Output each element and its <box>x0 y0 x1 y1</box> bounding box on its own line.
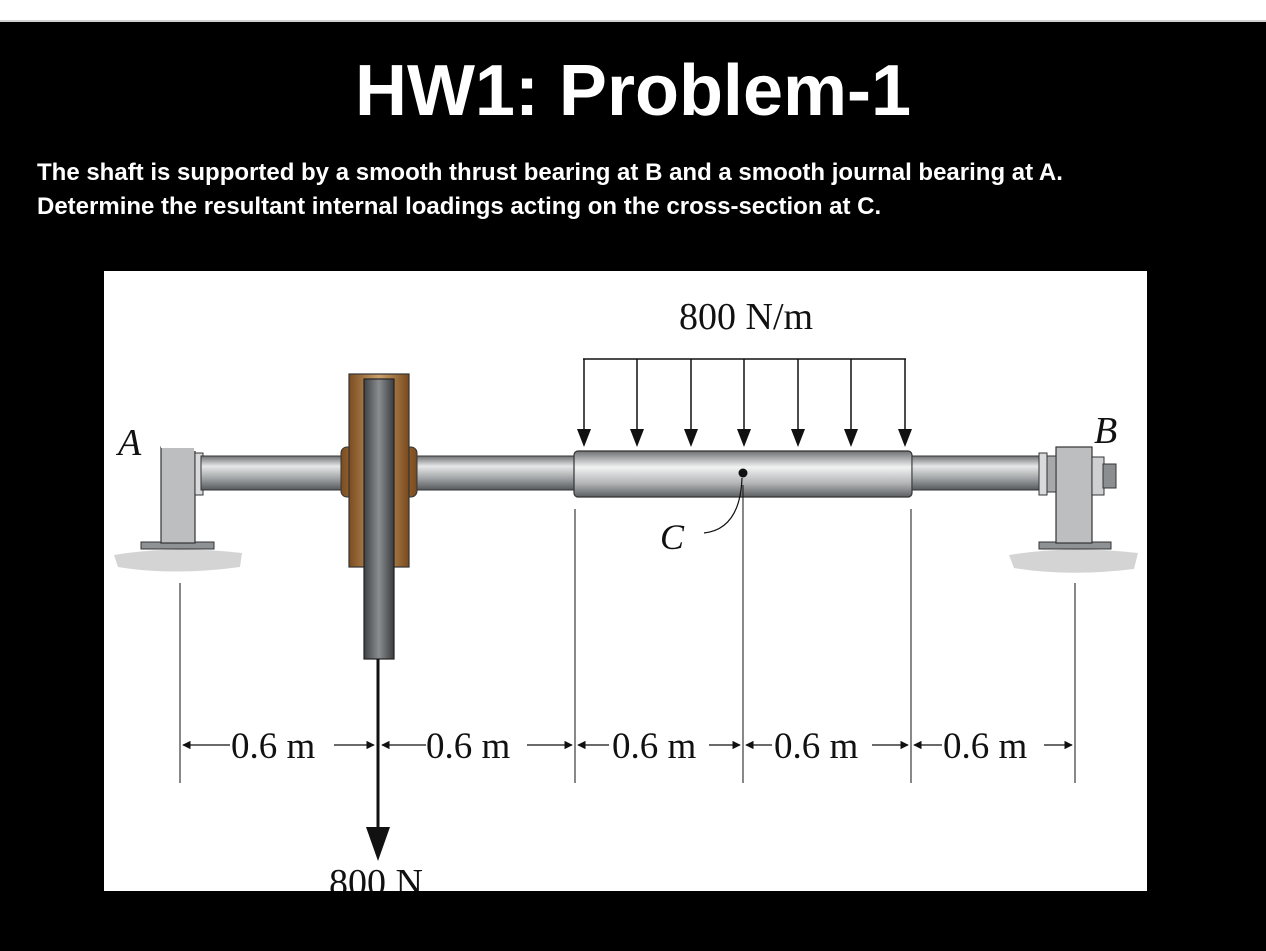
shaft-diagram-svg: 800 N/m 800 N A B C 0.6 m 0.6 m 0.6 m 0.… <box>114 296 1138 891</box>
statement-line-1: The shaft is supported by a smooth thrus… <box>37 159 1063 186</box>
dimension-label-5: 0.6 m <box>943 726 1028 767</box>
support-b <box>1038 446 1117 550</box>
section-c-point <box>738 468 748 478</box>
section-c-leader <box>703 477 743 534</box>
support-a <box>140 446 215 550</box>
dimension-label-3: 0.6 m <box>612 726 697 767</box>
dimension-label-2: 0.6 m <box>426 726 511 767</box>
point-load-label: 800 N <box>329 862 423 891</box>
point-load-arrow <box>366 659 390 861</box>
section-c-label: C <box>660 517 685 557</box>
support-a-label: A <box>115 422 142 464</box>
problem-statement: The shaft is supported by a smooth thrus… <box>37 156 1257 224</box>
shaft-right-segment <box>911 455 1043 491</box>
dimension-label-4: 0.6 m <box>774 726 859 767</box>
statement-line-2: Determine the resultant internal loading… <box>37 193 882 220</box>
ground-b <box>1009 549 1138 573</box>
distributed-load-label: 800 N/m <box>679 296 813 338</box>
support-b-label: B <box>1094 410 1117 452</box>
distributed-load <box>577 358 912 447</box>
pulley <box>340 373 418 660</box>
ground-a <box>114 549 242 572</box>
slide: HW1: Problem-1 The shaft is supported by… <box>0 20 1266 951</box>
dimension-label-1: 0.6 m <box>231 726 316 767</box>
slide-title: HW1: Problem-1 <box>354 51 912 131</box>
shaft-diagram: 800 N/m 800 N A B C 0.6 m 0.6 m 0.6 m 0.… <box>104 271 1147 891</box>
extension-lines <box>179 485 1076 783</box>
